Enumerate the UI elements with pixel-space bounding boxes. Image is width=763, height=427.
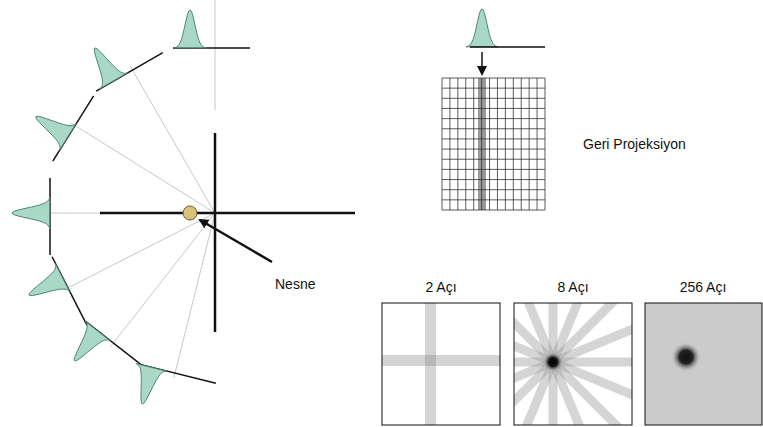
ray [64, 213, 215, 290]
panel-title: 256 Açı [680, 279, 727, 296]
leader-arrow [200, 220, 272, 262]
projection-profile [466, 9, 498, 47]
axis [214, 133, 217, 332]
panel-title: 2 Açı [425, 279, 456, 296]
axis [100, 212, 355, 215]
panel-256 [645, 303, 762, 425]
detectors [12, 10, 250, 404]
ray [174, 213, 215, 378]
projection-profile [29, 264, 70, 296]
point [671, 342, 701, 372]
projection-profile [174, 10, 206, 48]
object [183, 206, 197, 220]
panel-frame [514, 303, 632, 425]
step-label: Geri Projeksiyon [583, 136, 686, 153]
panel-frame [382, 303, 500, 425]
projection-profile [12, 197, 50, 229]
point [544, 353, 562, 371]
backprojected-column [478, 78, 486, 210]
panel-8 [514, 303, 632, 425]
ray [110, 213, 215, 347]
ray [215, 0, 216, 110]
ray [130, 66, 215, 213]
panel-title: 8 Açı [557, 279, 588, 296]
projection-rays [45, 66, 215, 378]
projection-profile [36, 116, 77, 150]
pixel-grid [442, 78, 545, 210]
object-label: Nesne [275, 276, 315, 293]
panel-2 [382, 303, 500, 425]
detector [470, 46, 545, 48]
projection-profile [94, 48, 127, 89]
projection-profile [74, 321, 110, 361]
ray [71, 123, 215, 213]
arrow [481, 52, 483, 74]
projection-profile [136, 364, 167, 405]
